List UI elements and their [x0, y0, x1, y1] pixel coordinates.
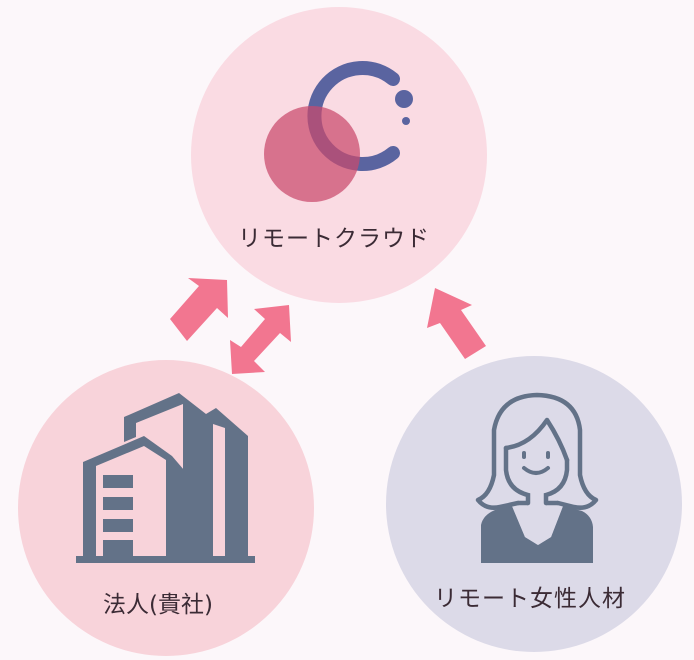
remote-cloud-label: リモートクラウド [238, 226, 430, 252]
remote-women-label: リモート女性人材 [434, 586, 626, 612]
corporation-label: 法人(貴社) [103, 592, 213, 618]
arrow-corporation-cloud-bidirectional-icon [230, 305, 291, 374]
woman-avatar-icon [475, 392, 599, 563]
arrow-corporation-to-cloud-icon [170, 278, 228, 341]
remote-cloud-logo-icon [264, 61, 413, 202]
office-building-icon [76, 393, 255, 563]
arrow-women-to-cloud-icon [427, 288, 486, 359]
remote-women-node [386, 356, 682, 652]
